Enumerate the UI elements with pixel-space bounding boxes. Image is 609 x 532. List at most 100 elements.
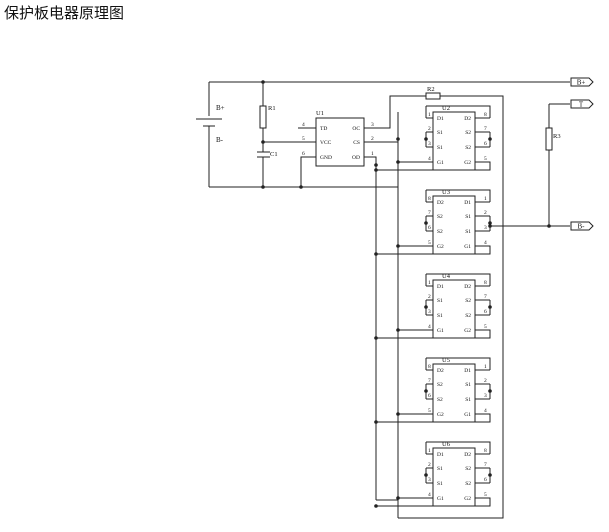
- junction-dot: [396, 137, 400, 141]
- u3-pin-num-left: 6: [428, 225, 431, 231]
- u1-pin-num-left: 6: [302, 151, 305, 157]
- r2-right-bus: [440, 95, 504, 470]
- u3-pin-left-s2: S2: [437, 214, 443, 220]
- u5-body: [432, 363, 476, 423]
- r2-label: R2: [427, 86, 435, 93]
- u5-pin-right-s1: S1: [465, 397, 471, 403]
- u1-pin-gnd: GND: [320, 155, 332, 161]
- junction-dot: [261, 140, 265, 144]
- u5-pin-num-left: 6: [428, 393, 431, 399]
- junction-dot: [396, 496, 400, 500]
- r3-label: R3: [553, 133, 561, 140]
- u4-pin-right-d2: D2: [464, 284, 471, 290]
- u1-pin-num-left: 4: [302, 122, 305, 128]
- u2-pin-right-g2: G2: [464, 160, 471, 166]
- u5-pin-num-right: 3: [484, 393, 487, 399]
- u3-pin-num-right: 3: [484, 225, 487, 231]
- u2-pin-num-right: 5: [484, 156, 487, 162]
- u1-gnd-wire: [300, 156, 316, 187]
- u4-pin-left-s1: S1: [437, 313, 443, 319]
- u5-pin-num-right: 2: [484, 378, 487, 384]
- u2-pin-num-left: 4: [428, 156, 431, 162]
- u4-pin-right-s2: S2: [465, 313, 471, 319]
- u6-pin-num-right: 7: [484, 462, 487, 468]
- u3-pin-num-right: 2: [484, 210, 487, 216]
- junction-dot: [488, 224, 492, 228]
- u6-pin-right-g2: G2: [464, 496, 471, 502]
- r1-body: [259, 105, 267, 129]
- u3-pin-num-left: 5: [428, 240, 431, 246]
- junction-dot: [488, 221, 492, 225]
- u4-pin-num-right: 8: [484, 280, 487, 286]
- junction-dots: [261, 80, 551, 508]
- bminus-port-label: B-: [578, 223, 586, 231]
- components: B+TB-B+B-R1C1U1TD4VCC5GND6OC3CS2OD1R2R3U…: [196, 77, 594, 507]
- u6-pin-num-left: 2: [428, 462, 431, 468]
- u1-pin-num-right: 2: [371, 136, 374, 142]
- u3-pin-right-d1: D1: [464, 200, 471, 206]
- u2-pin-right-s2: S2: [465, 130, 471, 136]
- u2-pin-num-left: 1: [428, 112, 431, 118]
- u1-pin-oc: OC: [352, 126, 360, 132]
- u6-pin-left-g1: G1: [437, 496, 444, 502]
- u2-pin-left-d1: D1: [437, 116, 444, 122]
- page-title: 保护板电器原理图: [4, 4, 125, 22]
- u6-pin-num-right: 5: [484, 492, 487, 498]
- junction-dot: [396, 328, 400, 332]
- u5-pin-right-d1: D1: [464, 368, 471, 374]
- u3-pin-right-g1: G1: [464, 244, 471, 250]
- u5-pin-num-left: 8: [428, 364, 431, 370]
- junction-dot: [374, 252, 378, 256]
- u2-pin-num-left: 2: [428, 126, 431, 132]
- junction-dot: [424, 221, 428, 225]
- u5-pin-num-right: 1: [484, 364, 487, 370]
- u3-top-loop: [426, 189, 491, 202]
- u5-pin-num-left: 5: [428, 408, 431, 414]
- junction-dot: [547, 224, 551, 228]
- u3-pin-num-right: 1: [484, 196, 487, 202]
- u3-ref-label: U3: [442, 189, 450, 196]
- junction-dot: [374, 163, 378, 167]
- junction-dot: [299, 185, 303, 189]
- u4-pin-left-d1: D1: [437, 284, 444, 290]
- junction-dot: [396, 160, 400, 164]
- u4-pin-left-s1: S1: [437, 298, 443, 304]
- junction-dot: [488, 305, 492, 309]
- u2-pin-left-s1: S1: [437, 130, 443, 136]
- u4-pin-num-left: 1: [428, 280, 431, 286]
- temp-port-label: T: [579, 101, 584, 109]
- u3-pin-left-d2: D2: [437, 200, 444, 206]
- u2-pin-num-right: 6: [484, 141, 487, 147]
- u4-pin-right-s2: S2: [465, 298, 471, 304]
- junction-dot: [424, 473, 428, 477]
- u4-pin-num-right: 6: [484, 309, 487, 315]
- u6-pin-left-s1: S1: [437, 481, 443, 487]
- u2-pin-num-left: 3: [428, 141, 431, 147]
- u4-pin-num-right: 5: [484, 324, 487, 330]
- u4-top-loop: [426, 273, 491, 286]
- u3-pin-num-left: 7: [428, 210, 431, 216]
- u5-ref-label: U5: [442, 357, 450, 364]
- junction-dot: [261, 80, 265, 84]
- cs-wire: [364, 112, 399, 143]
- u2-pin-num-right: 8: [484, 112, 487, 118]
- u3-pin-num-right: 4: [484, 240, 487, 246]
- u2-pin-left-g1: G1: [437, 160, 444, 166]
- u1-pin-td: TD: [320, 126, 327, 132]
- u4-pin-num-left: 3: [428, 309, 431, 315]
- u5-pin-left-g2: G2: [437, 412, 444, 418]
- junction-dot: [374, 420, 378, 424]
- u3-pin-left-s2: S2: [437, 229, 443, 235]
- u6-pin-right-s2: S2: [465, 481, 471, 487]
- junction-dot: [396, 412, 400, 416]
- junction-dot: [424, 305, 428, 309]
- u3-pin-left-g2: G2: [437, 244, 444, 250]
- junction-dot: [488, 473, 492, 477]
- u2-pin-right-d2: D2: [464, 116, 471, 122]
- u5-pin-left-d2: D2: [437, 368, 444, 374]
- oc-wire: [364, 95, 426, 129]
- u6-pin-num-left: 4: [428, 492, 431, 498]
- junction-dot: [374, 168, 378, 172]
- u6-pin-left-s1: S1: [437, 466, 443, 472]
- u5-pin-num-left: 7: [428, 378, 431, 384]
